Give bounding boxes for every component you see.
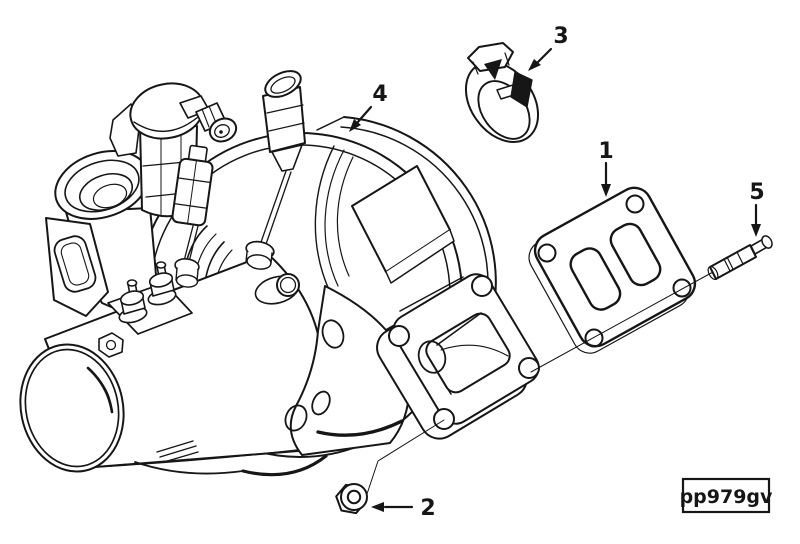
turbine-housing-rear-rim — [343, 116, 497, 327]
callout-3-label: 3 — [553, 24, 568, 49]
assembly-alignment-line — [530, 271, 714, 373]
gasket — [528, 186, 697, 354]
nut-leader-line — [366, 419, 445, 495]
callout-4-arrow — [349, 105, 373, 132]
flange-bolt-hole — [388, 325, 410, 347]
callout-2-arrow — [371, 502, 414, 512]
inlet-pipe-opening — [19, 343, 125, 473]
figure-code-box: pp979gv — [680, 477, 773, 514]
bracket-slot-hole — [284, 404, 308, 432]
gasket-bolt-hole — [537, 243, 557, 263]
callout-3-arrow — [528, 47, 553, 71]
sensor-connector-left — [171, 144, 214, 227]
hose-clamp — [464, 42, 540, 143]
gasket-bolt-hole — [672, 278, 692, 298]
callout-5-arrow — [751, 203, 761, 237]
bracket-slot-hole — [321, 319, 345, 349]
outlet-flange — [376, 273, 540, 440]
callout-1-arrow — [601, 161, 611, 197]
flange-bolt-hole — [518, 357, 540, 379]
gasket-bolt-hole — [584, 328, 604, 348]
turbocharger-illustration — [19, 70, 540, 477]
gasket-bolt-hole — [625, 194, 645, 214]
callout-arrows — [349, 47, 761, 512]
gasket-window — [609, 222, 662, 287]
stud — [707, 235, 773, 281]
figure-code-label: pp979gv — [680, 486, 773, 508]
sensor-connector-top — [245, 70, 306, 270]
callout-5-label: 5 — [749, 180, 764, 205]
gasket-window — [569, 247, 622, 311]
hex-bolt — [118, 279, 148, 324]
side-bracket-plate — [45, 217, 109, 317]
hex-fitting — [98, 332, 124, 358]
callout-2-label: 2 — [420, 496, 435, 521]
hex-nut — [335, 483, 368, 515]
flange-bolt-hole — [433, 408, 455, 430]
callout-1-label: 1 — [598, 139, 613, 164]
bracket-slot-hole — [311, 390, 331, 416]
callout-4-label: 4 — [372, 82, 387, 107]
flange-bolt-hole — [471, 275, 493, 297]
